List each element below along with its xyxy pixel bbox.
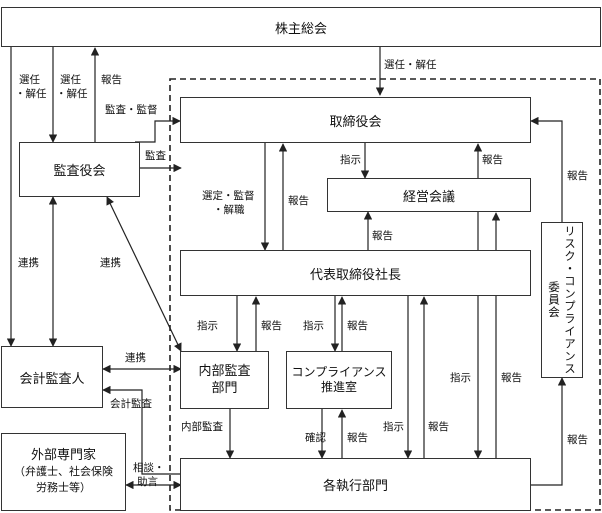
label-report-div-cp: 報告 bbox=[347, 432, 368, 444]
label-collab-diag: 連携 bbox=[100, 257, 121, 269]
shareholders-meeting-label: 株主総会 bbox=[274, 21, 327, 37]
business-divisions-label: 各執行部門 bbox=[322, 479, 388, 494]
compliance-line1: コンプライアンス bbox=[291, 365, 387, 379]
board-of-directors-box: 取締役会 bbox=[180, 97, 531, 143]
label-audit-supervision: 監査・監督 bbox=[105, 104, 158, 116]
label-report-div-risk: 報告 bbox=[567, 434, 588, 446]
accounting-auditor-box: 会計監査人 bbox=[1, 346, 103, 408]
label-appoint-dismiss-board: 選任・解任 bbox=[384, 59, 437, 71]
external-experts-box: 外部専門家 （弁護士、社会保険 労務士等） bbox=[1, 433, 126, 511]
compliance-line2: 推進室 bbox=[320, 380, 357, 394]
label-report-mgmt: 報告 bbox=[482, 154, 503, 166]
label-collab-auditor: 連携 bbox=[125, 352, 146, 364]
label-report-pres-mgmt: 報告 bbox=[372, 230, 393, 242]
audit-board-box: 監査役会 bbox=[19, 142, 140, 197]
label-instruct-ia: 指示 bbox=[197, 320, 218, 332]
external-experts-line1: 外部専門家 bbox=[30, 448, 96, 463]
risk-committee-label: リスク・コンプライアンス委員会 bbox=[547, 225, 577, 375]
president-label: 代表取締役社長 bbox=[309, 267, 401, 283]
board-of-directors-label: 取締役会 bbox=[329, 114, 382, 130]
label-consult-2: 助言 bbox=[137, 476, 158, 488]
internal-audit-dept-box: 内部監査 部門 bbox=[180, 351, 269, 409]
label-confirm: 確認 bbox=[305, 432, 326, 444]
compliance-office-box: コンプライアンス 推進室 bbox=[286, 351, 392, 409]
risk-compliance-committee-box: リスク・コンプライアンス委員会 bbox=[541, 222, 583, 378]
label-report-board: 報告 bbox=[288, 195, 309, 207]
shareholders-meeting-box: 株主総会 bbox=[1, 7, 601, 47]
label-instruct-cp: 指示 bbox=[303, 320, 324, 332]
accounting-auditor-label: 会計監査人 bbox=[19, 371, 85, 387]
label-instruct-mgmt-div: 指示 bbox=[450, 372, 471, 384]
label-appoint-auditor-2: ・解任 bbox=[15, 88, 47, 100]
label-appoint-auditboard-1: 選任 bbox=[60, 74, 81, 86]
label-instruct-div: 指示 bbox=[383, 421, 404, 433]
label-report-risk-board: 報告 bbox=[567, 170, 588, 182]
management-meeting-box: 経営会議 bbox=[327, 178, 531, 212]
label-report-shareholders: 報告 bbox=[101, 74, 122, 86]
external-experts-line2: （弁護士、社会保険 bbox=[14, 465, 113, 478]
internal-audit-line2: 部門 bbox=[211, 381, 238, 396]
external-experts-line3: 労務士等） bbox=[36, 481, 91, 494]
label-internal-audit-div: 内部監査 bbox=[181, 421, 223, 433]
label-audit: 監査 bbox=[145, 150, 166, 162]
label-report-cp: 報告 bbox=[347, 320, 368, 332]
label-instruct-mgmt: 指示 bbox=[340, 154, 361, 166]
label-collab-left: 連携 bbox=[18, 257, 39, 269]
label-accounting-audit: 会計監査 bbox=[110, 398, 152, 410]
management-meeting-label: 経営会議 bbox=[402, 189, 455, 205]
president-box: 代表取締役社長 bbox=[180, 250, 531, 296]
label-select-supervise-1: 選定・監督 bbox=[202, 190, 255, 202]
label-report-ia: 報告 bbox=[261, 320, 282, 332]
audit-board-label: 監査役会 bbox=[53, 164, 106, 179]
label-select-supervise-2: ・解職 bbox=[213, 204, 245, 216]
label-report-div: 報告 bbox=[428, 421, 449, 433]
label-report-mgmt-div: 報告 bbox=[501, 372, 522, 384]
label-consult-1: 相談・ bbox=[133, 462, 165, 474]
label-appoint-auditor-1: 選任 bbox=[19, 74, 40, 86]
business-divisions-box: 各執行部門 bbox=[180, 458, 531, 511]
label-appoint-auditboard-2: ・解任 bbox=[56, 88, 88, 100]
internal-audit-line1: 内部監査 bbox=[198, 364, 251, 379]
